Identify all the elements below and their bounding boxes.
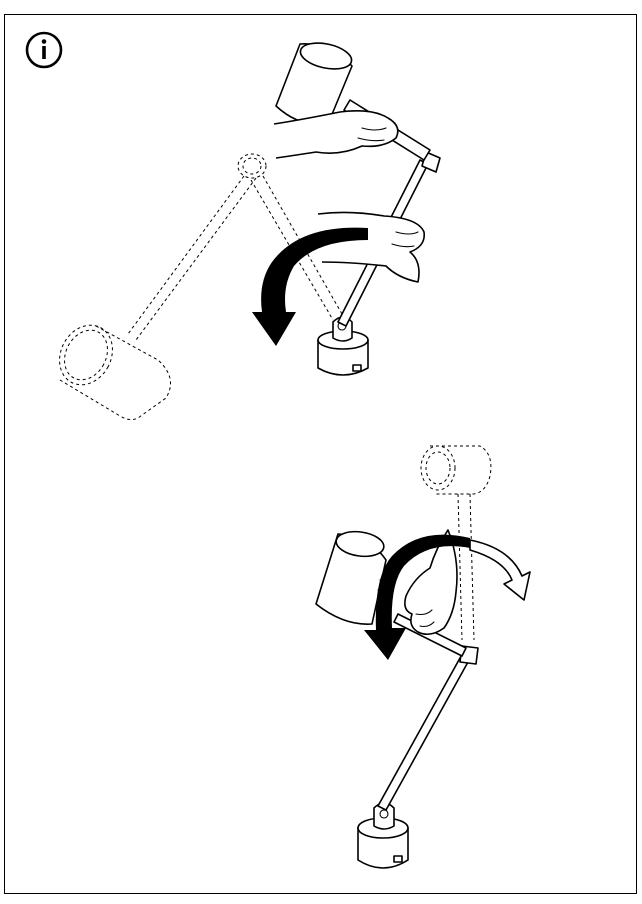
info-icon — [24, 30, 64, 70]
hand-rotating-shade — [404, 529, 458, 636]
hand-holding-shade — [273, 110, 399, 159]
rotate-shade-icon — [469, 539, 531, 601]
curved-arrow-icon — [252, 227, 368, 346]
lamp-base-top — [317, 316, 369, 376]
lamp-base-bottom — [357, 802, 409, 869]
instruction-frame — [4, 14, 637, 894]
curved-arrow-icon — [364, 534, 470, 660]
lamp-shade-top — [275, 42, 353, 126]
ghost-shade — [420, 445, 492, 641]
lamp-shade-bottom — [315, 530, 387, 625]
